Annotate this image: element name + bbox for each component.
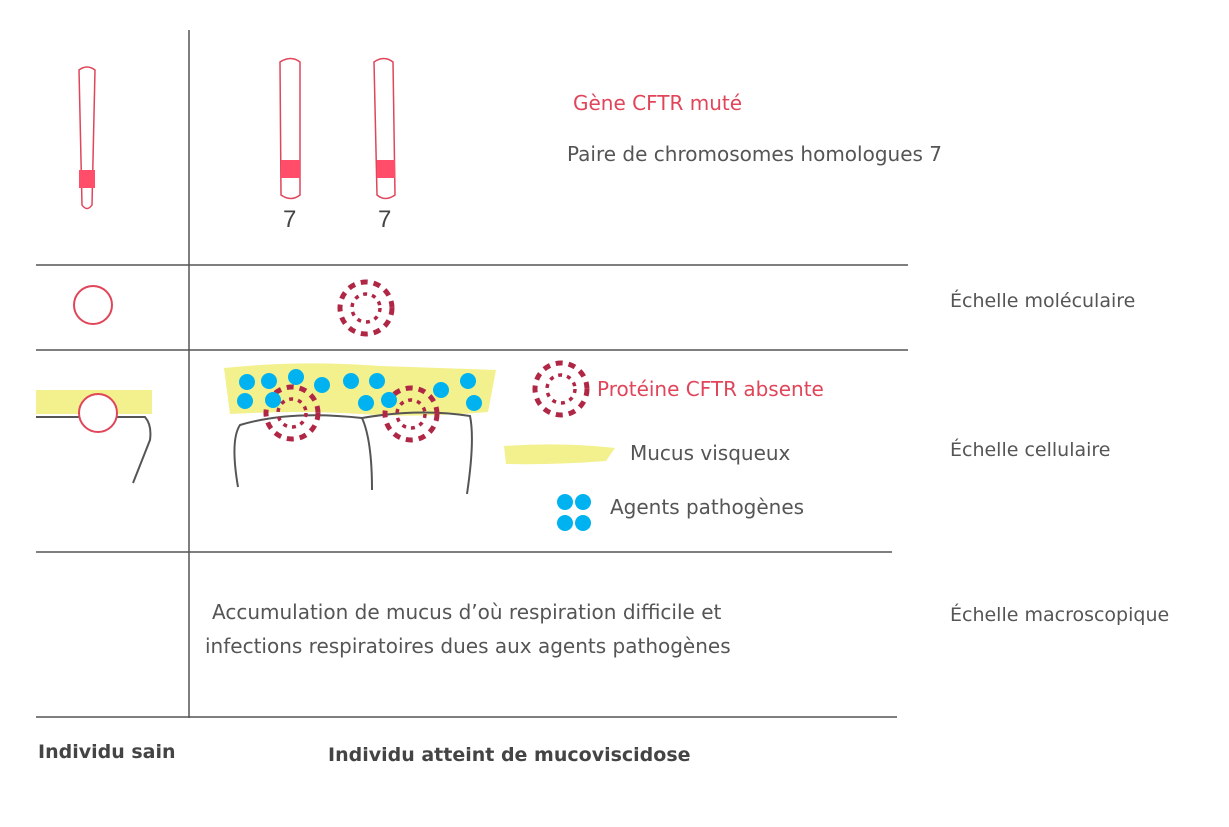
pathogen (460, 373, 476, 389)
pathogen (381, 392, 397, 408)
pathogen (261, 373, 277, 389)
pathogen (314, 377, 330, 393)
scale-molecular-label: Échelle moléculaire (950, 290, 1136, 312)
pathogen (239, 374, 255, 390)
pathogen (466, 395, 482, 411)
cftr-protein-healthy (73, 285, 113, 325)
chromosome-healthy (78, 66, 96, 210)
pathogen (237, 393, 253, 409)
pathogen (288, 369, 304, 385)
chromosome-pair-label: Paire de chromosomes homologues 7 (567, 142, 943, 166)
pathogen (369, 373, 385, 389)
chromosome-affected-1 (279, 57, 301, 200)
column-affected-label: Individu atteint de mucoviscidose (328, 744, 691, 766)
legend-pathogens-label: Agents pathogènes (610, 495, 805, 519)
pathogens-group (237, 369, 482, 411)
legend-pathogens-icon (557, 494, 591, 531)
chromosome-affected-2 (373, 57, 396, 200)
chromosome-number-2: 7 (378, 206, 392, 233)
pathogen (358, 395, 374, 411)
legend-protein-absent-label: Protéine CFTR absente (597, 377, 824, 401)
pathogen (265, 392, 281, 408)
legend-protein-absent-icon (535, 363, 587, 415)
pathogen (343, 373, 359, 389)
macroscopic-text-line-2: infections respiratoires dues aux agents… (205, 634, 731, 658)
scale-cellular-label: Échelle cellulaire (950, 439, 1111, 461)
gene-mutated-label: Gène CFTR muté (573, 91, 743, 115)
cell-affected-1 (233, 414, 373, 491)
pathogen (433, 382, 449, 398)
legend-mucus-icon (504, 444, 615, 465)
cell-affected-2 (361, 411, 473, 495)
macroscopic-text-line-1: Accumulation de mucus d’où respiration d… (212, 600, 722, 624)
column-healthy-label: Individu sain (38, 741, 176, 763)
cftr-protein-absent (340, 282, 392, 334)
cftr-protein-cell-healthy (78, 393, 118, 433)
cell-healthy (36, 416, 152, 484)
scale-macroscopic-label: Échelle macroscopique (950, 604, 1170, 626)
chromosome-number-1: 7 (283, 206, 297, 233)
legend-mucus-label: Mucus visqueux (630, 441, 791, 465)
